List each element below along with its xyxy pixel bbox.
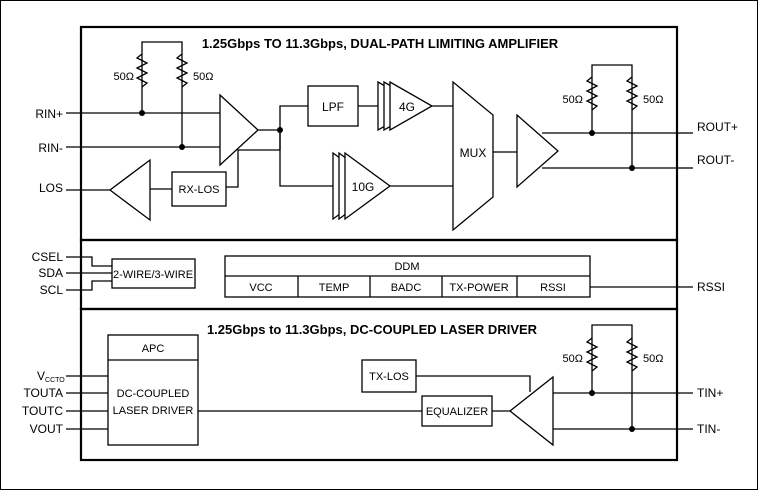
laser-driver-title: 1.25Gbps to 11.3Gbps, DC-COUPLED LASER D… <box>207 322 538 337</box>
resistor-label-rout-plus: 50Ω <box>563 94 583 106</box>
output-amplifier <box>516 113 559 189</box>
tin-input-buffer <box>508 375 554 447</box>
resistor-tin-minus <box>625 337 639 372</box>
resistor-label-rin-minus: 50Ω <box>193 71 213 83</box>
lpf-label: LPF <box>322 100 344 114</box>
apc-label: APC <box>142 343 165 355</box>
resistor-rin-minus <box>175 53 189 88</box>
ddm-cell-vcc: VCC <box>249 282 272 294</box>
amplifier-10g-label: 10G <box>352 180 375 194</box>
ddm-label: DDM <box>394 261 419 273</box>
pin-rin-minus: RIN- <box>38 141 63 155</box>
resistor-rin-plus <box>135 53 149 88</box>
laser-driver-label-line2: LASER DRIVER <box>113 405 194 417</box>
pin-tin-minus: TIN- <box>697 422 720 436</box>
ddm-cell-rssi: RSSI <box>540 282 566 294</box>
rx-los-label: RX-LOS <box>179 184 220 196</box>
pin-scl: SCL <box>40 283 64 297</box>
resistor-label-tin-plus: 50Ω <box>563 353 583 365</box>
pin-csel: CSEL <box>32 250 64 264</box>
limiting-amplifier-title: 1.25Gbps TO 11.3Gbps, DUAL-PATH LIMITING… <box>202 36 559 51</box>
pin-toutc: TOUTC <box>22 404 63 418</box>
pin-rout-plus: ROUT+ <box>697 120 738 134</box>
ddm-cell-tx-power: TX-POWER <box>449 282 508 294</box>
laser-driver-section <box>79 307 679 462</box>
resistor-rout-minus <box>625 76 639 111</box>
resistor-label-rout-minus: 50Ω <box>643 94 663 106</box>
pin-vout: VOUT <box>30 422 64 436</box>
mux-label: MUX <box>460 146 487 160</box>
amplifier-4g <box>377 80 434 132</box>
wire-interface-block <box>111 258 196 289</box>
los-buffer <box>108 158 151 222</box>
input-amplifier <box>219 93 259 167</box>
equalizer-label: EQUALIZER <box>426 406 488 418</box>
pin-sda: SDA <box>38 266 63 280</box>
ddm-cell-badc: BADC <box>391 282 422 294</box>
tx-los-label: TX-LOS <box>369 371 409 383</box>
ddm-cell-temp: TEMP <box>319 282 350 294</box>
resistor-label-tin-minus: 50Ω <box>643 353 663 365</box>
pin-rssi: RSSI <box>697 280 725 294</box>
resistor-rout-plus <box>585 76 599 111</box>
pin-vccto: VCCTO <box>37 369 65 384</box>
pin-tin-plus: TIN+ <box>697 386 723 400</box>
tx-los-block <box>361 359 417 393</box>
amplifier-4g-label: 4G <box>399 100 415 114</box>
pin-los: LOS <box>39 181 63 195</box>
resistor-label-rin-plus: 50Ω <box>114 71 134 83</box>
laser-driver-label-line1: DC-COUPLED <box>117 388 190 400</box>
wire-interface-label: 2-WIRE/3-WIRE <box>113 269 193 281</box>
pin-rout-minus: ROUT- <box>697 153 734 167</box>
lpf-block <box>307 85 359 127</box>
amplifier-10g <box>332 151 392 221</box>
pin-touta: TOUTA <box>23 386 63 400</box>
rx-los-block <box>171 171 227 207</box>
mux-block <box>452 80 494 232</box>
resistor-tin-plus <box>585 337 599 372</box>
laser-driver-block <box>107 334 199 446</box>
pin-rin-plus: RIN+ <box>35 107 63 121</box>
